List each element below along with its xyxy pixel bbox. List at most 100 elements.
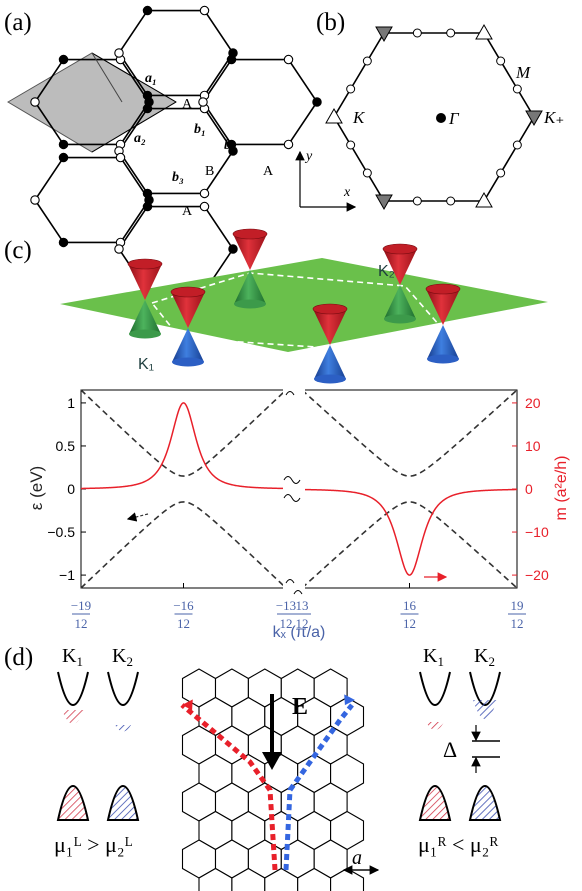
- svg-text:13: 13: [296, 598, 309, 613]
- m-point: [346, 140, 356, 150]
- k-point-open: [475, 23, 493, 40]
- m-point: [512, 84, 522, 94]
- cell-diagonal: [91, 52, 123, 103]
- atom-a: [58, 237, 69, 248]
- atom-a: [226, 139, 237, 150]
- site-label-b: B: [205, 164, 214, 179]
- panel-label-a: (a): [4, 9, 32, 36]
- panel-label-c: (c): [4, 237, 32, 264]
- m-label: M: [515, 63, 531, 82]
- k-point-open: [475, 191, 493, 208]
- vector-a2: [91, 101, 177, 153]
- atom-b: [30, 97, 40, 107]
- svg-text:12: 12: [75, 616, 88, 631]
- m-point: [496, 56, 506, 66]
- m-point: [446, 28, 456, 38]
- y-left-tick: 1: [67, 395, 75, 411]
- axis-y-label: y: [304, 149, 313, 164]
- atom-a: [142, 201, 153, 212]
- cone-upper: [382, 243, 418, 285]
- cone-upper: [312, 303, 348, 345]
- atom-b: [283, 139, 294, 150]
- cone-upper: [127, 258, 163, 300]
- atom-a: [142, 5, 153, 16]
- cone-lower: [172, 328, 204, 367]
- svg-text:12: 12: [403, 616, 416, 631]
- center-hexagon: [231, 867, 266, 891]
- m-point: [412, 28, 422, 38]
- atom-b: [114, 244, 124, 254]
- svg-text:−19: −19: [71, 598, 91, 613]
- y-right-tick: 0: [525, 481, 533, 497]
- panel-label-b: (b): [316, 9, 345, 36]
- label-b2: b₂: [224, 138, 236, 153]
- label-b1: b₁: [194, 122, 206, 137]
- m-point: [512, 140, 522, 150]
- panel-label-d: (d): [4, 644, 33, 671]
- label-a1: a₁: [145, 71, 157, 86]
- right-relation: μ₁ᴿ < μ₂ᴿ: [418, 832, 498, 857]
- atom-b: [115, 152, 126, 163]
- y-left-tick: 0.5: [56, 438, 76, 454]
- y-right-label: m (a²e/h): [553, 456, 570, 521]
- band-curve: [80, 501, 287, 589]
- atom-b: [30, 195, 40, 205]
- lattice-const-a: a: [352, 847, 362, 869]
- left-relation: μ₁ᴸ > μ₂ᴸ: [54, 832, 133, 857]
- atom-a: [58, 54, 69, 65]
- delta-label: Δ: [443, 737, 457, 762]
- site-label-a3: A: [182, 204, 193, 219]
- cone-lower: [427, 325, 459, 364]
- label-b3: b₃: [172, 170, 184, 185]
- center-hexagon: [264, 867, 299, 891]
- band-curve: [80, 389, 287, 477]
- atom-a: [228, 244, 238, 254]
- k-point-open: [325, 107, 343, 124]
- k-label: K: [352, 108, 366, 127]
- m-point: [496, 168, 506, 178]
- y-right-tick: −10: [525, 524, 549, 540]
- cone-lower: [234, 270, 266, 309]
- y-right-tick: 20: [525, 395, 541, 411]
- svg-text:12: 12: [511, 616, 524, 631]
- cone-lower: [384, 285, 416, 324]
- svg-text:12: 12: [280, 616, 293, 631]
- valley-hall-panel: K1 K2 μ₁ᴸ > μ₂ᴸ Δ K1 K2 μ₁ᴿ < μ₂ᴿ: [54, 645, 502, 891]
- atom-a: [58, 139, 69, 150]
- svg-text:16: 16: [403, 598, 417, 613]
- atom-b: [114, 48, 124, 58]
- cone-label-k2: K₂: [378, 263, 395, 280]
- cone-lower: [314, 345, 346, 384]
- left-bands: K1 K2 μ₁ᴸ > μ₂ᴸ: [54, 645, 140, 857]
- center-overlay: E a: [180, 694, 380, 875]
- atom-b: [198, 97, 208, 107]
- center-hexagon: [198, 867, 233, 891]
- svg-text:−16: −16: [173, 598, 194, 613]
- kp-label: K₊: [543, 108, 564, 127]
- x-axis-label: kₓ (π/a): [273, 624, 326, 641]
- m-point: [362, 168, 372, 178]
- atom-b: [199, 201, 210, 212]
- center-honeycomb: [181, 668, 365, 891]
- k-point-filled: [375, 194, 393, 211]
- berry-curvature-curve: [80, 402, 287, 490]
- site-label-a2: A: [263, 164, 274, 179]
- band-curve: [301, 389, 518, 477]
- svg-text:12: 12: [177, 616, 190, 631]
- arrow-left-axis: [126, 512, 149, 522]
- honeycomb-lattice: a₁ a₂ b₁ b₂ b₃ A B A A: [7, 5, 322, 297]
- cone-upper: [425, 283, 461, 325]
- atom-a: [226, 54, 237, 65]
- axis-x-label: x: [343, 185, 351, 200]
- label-a2: a₂: [134, 131, 146, 146]
- axis-break: [283, 383, 305, 595]
- right-bands: Δ K1 K2 μ₁ᴿ < μ₂ᴿ: [418, 645, 502, 857]
- band-plot: 10.50−0.5−120100−10−20−1912−1612−1312131…: [27, 383, 570, 641]
- brillouin-zone: Γ K K₊ M: [325, 23, 564, 211]
- e-field-label: E: [292, 694, 308, 720]
- atom-b: [199, 5, 210, 16]
